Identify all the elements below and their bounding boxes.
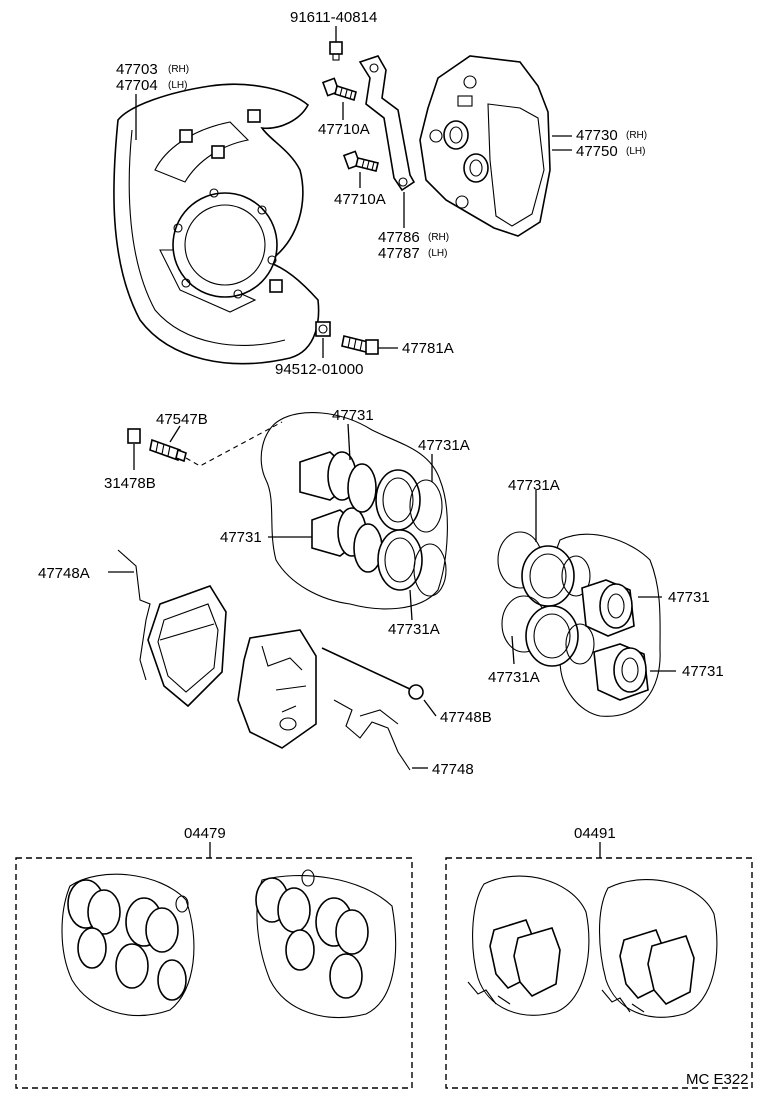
bleeder-plug	[149, 438, 187, 463]
anti-squeal-shim	[237, 629, 317, 749]
label-47547b: 47547B	[156, 411, 208, 428]
kit-04479-seals-right	[255, 869, 397, 1018]
label-47710a-upper: 47710A	[318, 121, 370, 138]
label-47787: 47787	[378, 245, 420, 262]
label-47748: 47748	[432, 761, 474, 778]
label-47750: 47750	[576, 143, 618, 160]
label-47730: 47730	[576, 127, 618, 144]
label-47704-side: (LH)	[168, 80, 187, 91]
label-47703: 47703	[116, 61, 158, 78]
kit-label-04479: 04479	[184, 825, 226, 842]
label-47730-side: (RH)	[626, 130, 647, 141]
bolt-47781a	[341, 335, 379, 355]
caliper-bracket	[358, 55, 416, 192]
label-47731a-top: 47731A	[418, 437, 470, 454]
label-47787-side: (LH)	[428, 248, 447, 259]
label-47731a-right: 47731A	[508, 477, 560, 494]
label-47750-side: (LH)	[626, 146, 645, 157]
label-91611-40814: 91611-40814	[290, 9, 377, 26]
bolt-47710a-lower	[342, 150, 379, 172]
label-47710a-lower: 47710A	[334, 191, 386, 208]
bleeder-cap	[127, 428, 141, 444]
label-47781a: 47781A	[402, 340, 454, 357]
label-47731-left: 47731	[220, 529, 262, 546]
pad-wear-indicator-spring	[117, 549, 151, 681]
kit-box-04479	[15, 857, 413, 1089]
label-47786: 47786	[378, 229, 420, 246]
kit-04491-pads-right	[598, 879, 718, 1018]
label-47731-r1: 47731	[668, 589, 710, 606]
kit-box-04491	[445, 857, 753, 1089]
kit-04491-pads-left	[467, 875, 590, 1016]
label-31478b: 31478B	[104, 475, 156, 492]
label-47704: 47704	[116, 77, 158, 94]
bolt-47710a-upper	[321, 77, 357, 102]
label-47731a-br: 47731A	[488, 669, 540, 686]
pad-pin	[321, 647, 424, 700]
footer-code: MC E322	[686, 1071, 749, 1088]
kit-label-04491: 04491	[574, 825, 616, 842]
label-47786-side: (RH)	[428, 232, 449, 243]
label-47703-side: (RH)	[168, 64, 189, 75]
brake-pad	[147, 585, 227, 708]
anti-rattle-spring	[333, 699, 411, 771]
label-94512-01000: 94512-01000	[275, 361, 363, 378]
piston-upper-right	[581, 579, 635, 637]
seal-rings-right	[497, 531, 595, 667]
piston-lower-right	[593, 643, 649, 701]
kit-04479-seals-left	[61, 873, 195, 1016]
dust-cover	[113, 83, 320, 365]
seal-rings-left	[347, 463, 447, 597]
label-47731a-mid: 47731A	[388, 621, 440, 638]
piston-group-outline-left	[260, 412, 448, 610]
label-47748a: 47748A	[38, 565, 90, 582]
label-47731-r2: 47731	[682, 663, 724, 680]
nut-94512	[315, 321, 331, 337]
label-47731-top: 47731	[332, 407, 374, 424]
brake-caliper	[419, 55, 551, 237]
nut-bolt-top	[329, 41, 343, 61]
label-47748b: 47748B	[440, 709, 492, 726]
